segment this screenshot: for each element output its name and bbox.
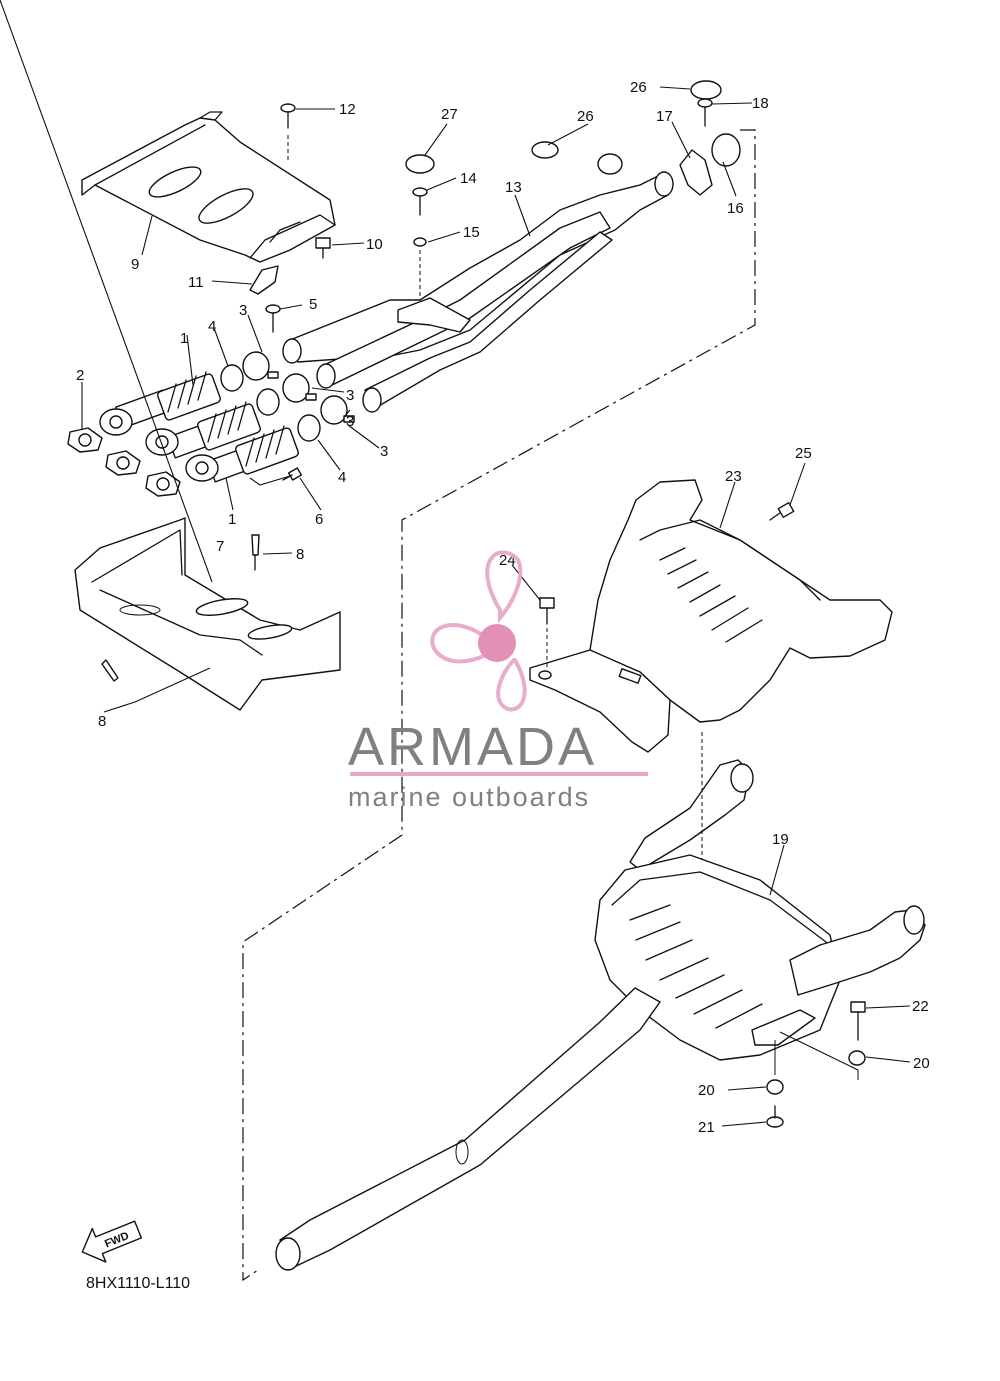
rear-muffler — [529, 479, 893, 753]
watermark: ARMADA marine outboards — [348, 550, 648, 812]
watermark-brand: ARMADA — [348, 717, 597, 777]
leader-lines — [0, 0, 911, 1127]
propeller-logo-icon — [430, 550, 527, 712]
callout-label: 1 — [228, 511, 236, 528]
callout-label: 4 — [338, 469, 346, 486]
callout-label: 11 — [188, 274, 204, 291]
tail-pipe — [275, 987, 661, 1271]
callout-label: 3 — [346, 413, 354, 430]
bolt — [769, 501, 795, 521]
callout-label: 13 — [505, 179, 522, 196]
collar — [848, 1050, 866, 1066]
bolt — [280, 103, 296, 160]
callout-label: 3 — [380, 443, 388, 460]
callout-label: 14 — [460, 170, 477, 187]
bolt — [315, 237, 331, 259]
callout-labels: 1 1 2 3 3 3 3 4 4 5 6 7 8 8 9 10 11 12 1… — [76, 79, 930, 1136]
rubber-cap — [405, 154, 435, 174]
bolt — [766, 1105, 784, 1128]
washer — [413, 237, 427, 247]
callout-label: 3 — [346, 387, 354, 404]
callout-label: 2 — [76, 367, 84, 384]
callout-label: 16 — [727, 200, 744, 217]
assembly-boundary-line — [242, 129, 756, 1282]
callout-label: 1 — [180, 330, 188, 347]
bolt — [282, 467, 303, 481]
bolt — [539, 597, 555, 668]
callout-label: 8 — [98, 713, 106, 730]
fwd-arrow-icon: FWD — [81, 1220, 143, 1263]
front-pipe-assembly — [282, 171, 674, 413]
callout-label: 21 — [698, 1119, 715, 1136]
rivet — [251, 534, 260, 571]
rubber-cap — [597, 153, 623, 175]
callout-label: 12 — [339, 101, 356, 118]
callout-label: 19 — [772, 831, 789, 848]
bolt — [850, 1001, 866, 1041]
pipe-clamps — [242, 351, 355, 425]
callout-label: 17 — [656, 108, 673, 125]
collar — [766, 1079, 784, 1095]
silencer — [594, 759, 926, 1061]
bolt — [265, 304, 281, 333]
exhaust-pipes-bellows — [99, 371, 299, 483]
callout-label: 26 — [577, 108, 594, 125]
gaskets — [67, 427, 181, 497]
callout-label: 20 — [698, 1082, 715, 1099]
grommet — [531, 141, 559, 159]
callout-label: 27 — [441, 106, 458, 123]
callout-label: 9 — [131, 256, 139, 273]
rivet — [101, 659, 119, 682]
heat-shield-lower — [74, 517, 341, 711]
heat-shield-upper — [81, 111, 336, 263]
diagram-code: 8HX1110-L110 — [86, 1275, 190, 1292]
watermark-tagline: marine outboards — [348, 782, 590, 812]
gasket-rings — [220, 364, 321, 442]
callout-label: 3 — [239, 302, 247, 319]
clamp — [679, 149, 713, 196]
callout-label: 23 — [725, 468, 742, 485]
callout-label: 25 — [795, 445, 812, 462]
callout-label: 8 — [296, 546, 304, 563]
callout-label: 6 — [315, 511, 323, 528]
bolt — [697, 98, 713, 127]
rubber-cap — [690, 80, 722, 100]
callout-label: 15 — [463, 224, 480, 241]
callout-label: 7 — [216, 538, 224, 555]
callout-label: 5 — [309, 296, 317, 313]
watermark-divider — [350, 772, 648, 776]
callout-label: 26 — [630, 79, 647, 96]
callout-label: 10 — [366, 236, 383, 253]
bolt — [412, 187, 428, 216]
gasket-ring — [711, 133, 741, 167]
bracket — [249, 265, 279, 295]
callout-label: 20 — [913, 1055, 930, 1072]
callout-label: 18 — [752, 95, 769, 112]
callout-label: 4 — [208, 318, 216, 335]
callout-label: 22 — [912, 998, 929, 1015]
